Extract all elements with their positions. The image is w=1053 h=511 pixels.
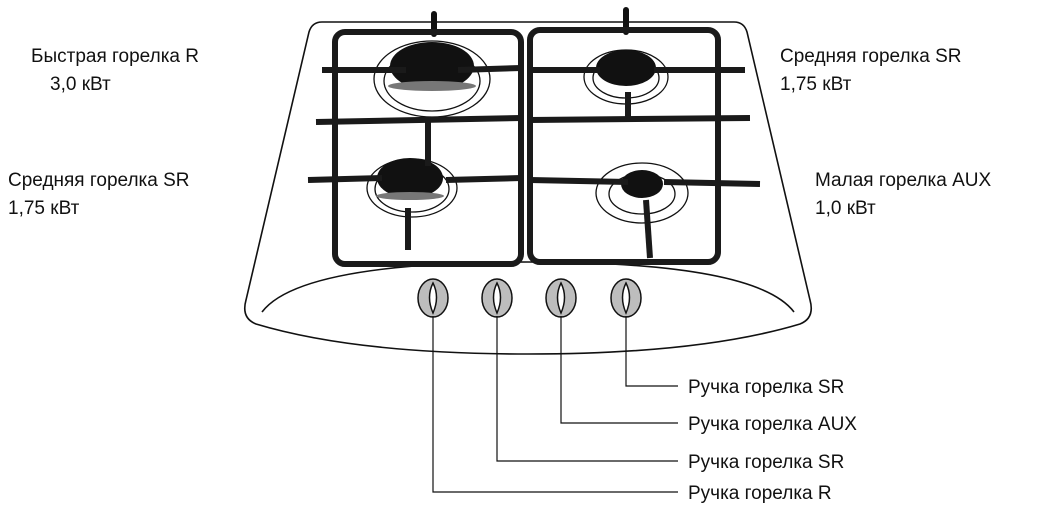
burner-label-top-left-power: 3,0 кВт [50,74,111,95]
burner-label-bottom-left-name: Средняя горелка SR [8,170,190,191]
leader-line-sr-2 [625,316,678,387]
burner-cap-sr-bottom [377,158,443,198]
leader-line-r [432,316,678,493]
hob-outline [243,21,813,355]
knob-label-sr-1: Ручка горелка SR [688,452,844,473]
burner-cap-aux [621,170,663,198]
burner-label-top-right-power: 1,75 кВт [780,74,852,95]
burner-labels: Быстрая горелка R 3,0 кВт Средняя горелк… [8,46,991,219]
knob-labels: Ручка горелка SR Ручка горелка AUX Ручка… [688,377,857,504]
knob-aux[interactable] [545,278,577,318]
burner-label-bottom-right-power: 1,0 кВт [815,198,876,219]
hob-body [243,21,813,355]
knob-sr-2[interactable] [610,278,642,318]
knob-r[interactable] [417,278,449,318]
burner-ring-aux [595,162,689,224]
knob-label-sr-2: Ручка горелка SR [688,377,844,398]
leader-line-aux [560,316,678,424]
control-panel-line [261,261,795,313]
knobs [417,278,642,318]
burner-cap-r [390,42,474,90]
burner-label-top-right-name: Средняя горелка SR [780,46,962,67]
burner-label-bottom-left-power: 1,75 кВт [8,198,80,219]
knob-label-aux: Ручка горелка AUX [688,414,857,435]
burner-cap-sr-top [596,50,656,86]
leader-lines [432,316,678,493]
burner-label-bottom-right-name: Малая горелка AUX [815,170,991,191]
burner-caps [377,42,663,198]
leader-line-sr-1 [496,316,678,462]
grate-left [307,29,524,267]
knob-label-r: Ручка горелка R [688,483,832,504]
grate-right [527,27,761,265]
knob-sr-1[interactable] [481,278,513,318]
burner-label-top-left-name: Быстрая горелка R [31,46,199,67]
